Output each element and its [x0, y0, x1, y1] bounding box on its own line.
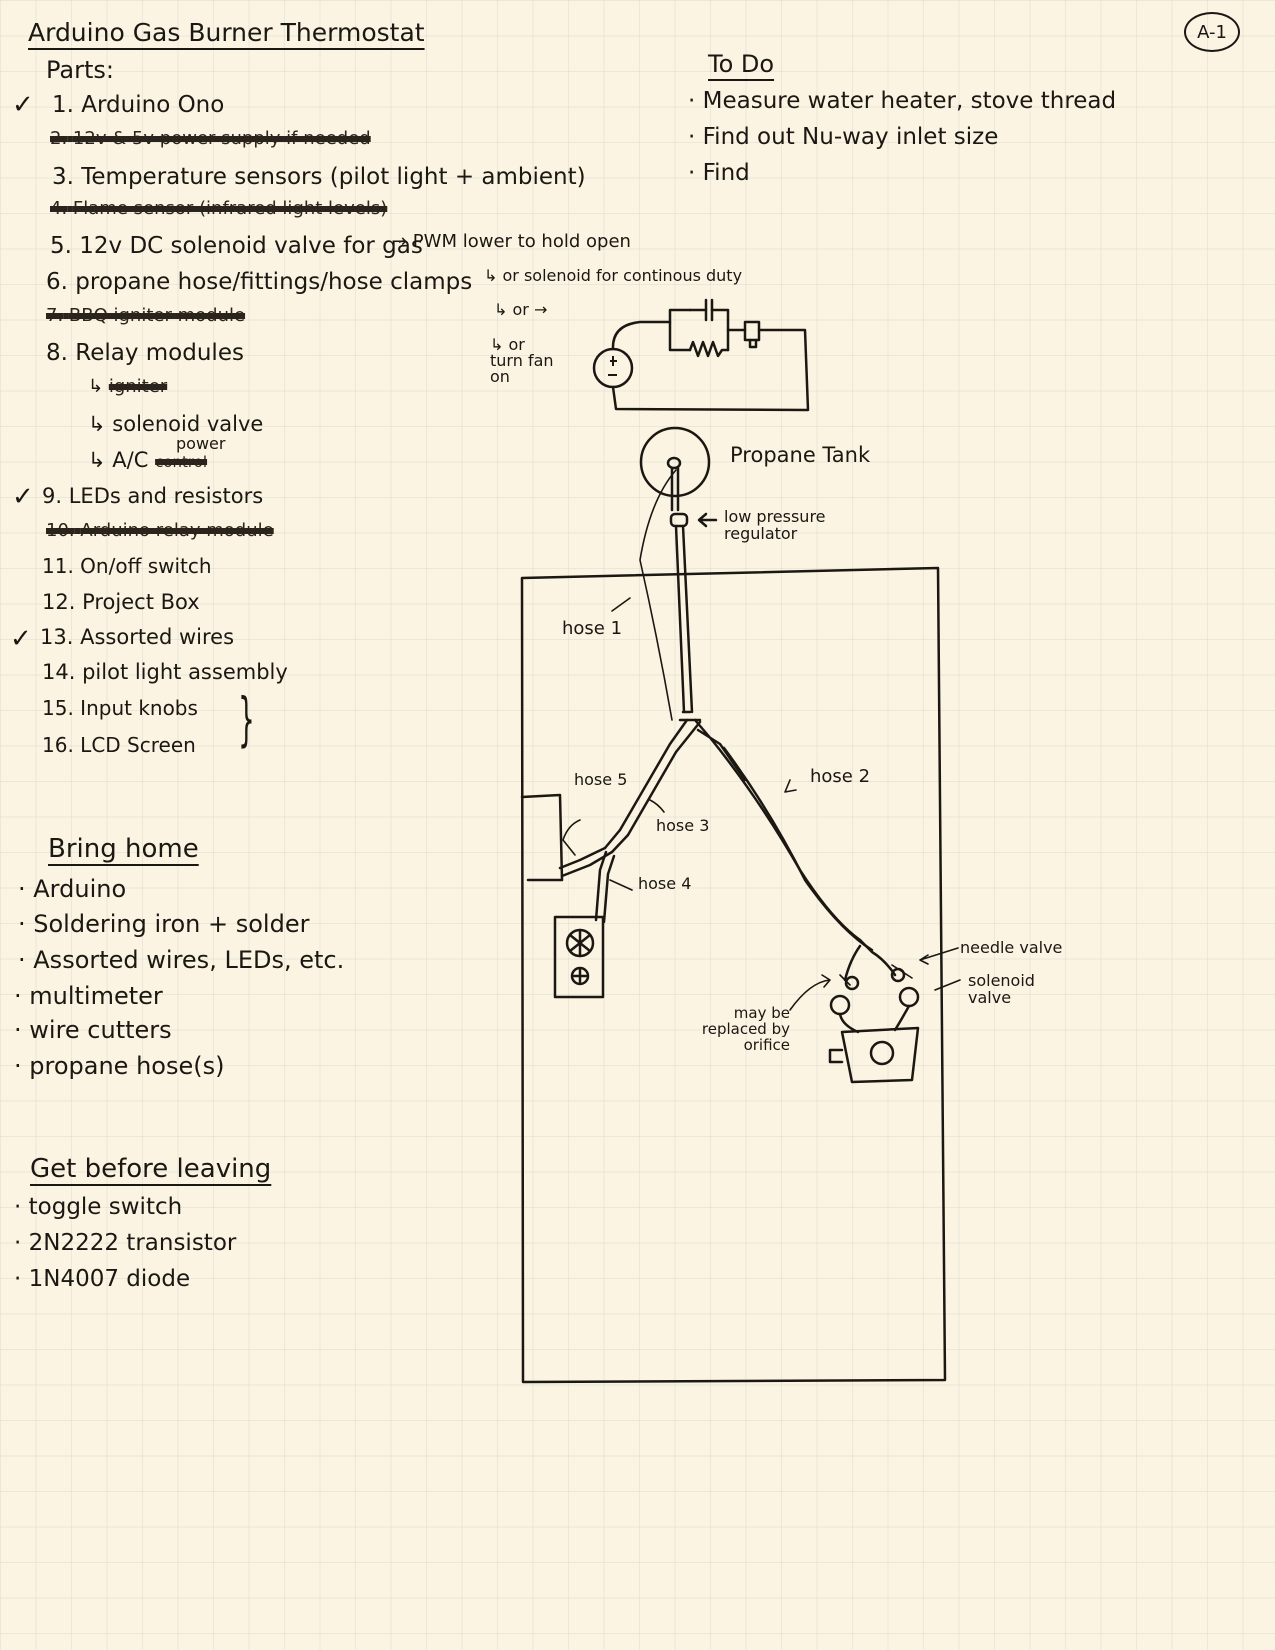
orifice-note-label: may be replaced by orifice: [701, 1004, 790, 1054]
capacitor-icon: [704, 298, 714, 322]
propane-tank-icon: [639, 426, 711, 498]
parts-item-12: 12. Project Box: [42, 590, 200, 614]
hose-5-label: hose 5: [574, 770, 628, 789]
parts-item-7-struck: 7. BBQ igniter module: [46, 305, 246, 326]
parts-item-1: 1. Arduino Ono: [52, 92, 225, 118]
todo-item: · Measure water heater, stove thread: [688, 88, 1117, 114]
checkmark-icon: ✓: [12, 482, 34, 512]
bring-home-item: · Assorted wires, LEDs, etc.: [18, 946, 345, 974]
get-before-leaving-item: · 1N4007 diode: [14, 1266, 191, 1292]
parts-item-11: 11. On/off switch: [42, 554, 212, 578]
enclosure-outline: [520, 566, 947, 1384]
get-before-leaving-item: · toggle switch: [14, 1194, 183, 1220]
solenoid-note-fan: ↳ or turn fan on: [490, 335, 554, 386]
parts-item-2-struck: 2. 12v & 5v power supply if needed: [50, 128, 371, 149]
bring-home-item: · Arduino: [18, 875, 127, 903]
brace-icon: }: [238, 685, 255, 753]
todo-item: · Find out Nu-way inlet size: [688, 124, 999, 150]
hose-2-label: hose 2: [810, 766, 871, 787]
parts-item-6: 6. propane hose/fittings/hose clamps: [46, 269, 473, 295]
regulator-label: low pressure regulator: [724, 507, 826, 543]
regulator-icon: [669, 512, 689, 528]
parts-item-5: 5. 12v DC solenoid valve for gas: [50, 233, 423, 259]
page-title: Arduino Gas Burner Thermostat: [28, 18, 425, 47]
bring-home-item: · Soldering iron + solder: [18, 910, 310, 938]
parts-item-9: 9. LEDs and resistors: [42, 484, 264, 508]
relay-subitem-igniter: ↳ igniter: [88, 376, 168, 397]
parts-item-13: 13. Assorted wires: [40, 625, 235, 649]
parts-item-15: 15. Input knobs: [42, 696, 198, 720]
relay-subitem-ac-inserted: power: [176, 434, 226, 453]
checkmark-icon: ✓: [10, 624, 32, 654]
power-source-icon: [592, 347, 634, 389]
solenoid-note-continuous: ↳ or solenoid for continous duty: [484, 266, 743, 285]
knob-icon: [570, 966, 590, 986]
hose-1-label: hose 1: [562, 618, 623, 639]
needle-valve-label: needle valve: [960, 938, 1063, 957]
controller-box-icon: [553, 915, 605, 999]
hose-4-label: hose 4: [638, 874, 692, 893]
parts-item-16: 16. LCD Screen: [42, 733, 196, 757]
bring-home-item: · propane hose(s): [14, 1052, 225, 1080]
parts-heading: Parts:: [46, 56, 114, 84]
bring-home-heading: Bring home: [48, 834, 199, 864]
burner-icon: [840, 1026, 920, 1084]
get-before-leaving-item: · 2N2222 transistor: [14, 1230, 237, 1256]
resistor-icon: [688, 340, 730, 358]
todo-heading: To Do: [708, 50, 775, 78]
todo-item: · Find: [688, 160, 750, 186]
bring-home-item: · multimeter: [14, 982, 163, 1010]
parts-item-14: 14. pilot light assembly: [42, 660, 288, 684]
solenoid-note-pwm: → PWM lower to hold open: [392, 231, 631, 252]
parts-item-4-struck: 4. Flame sensor (infrared light levels): [50, 198, 388, 219]
solenoid-circuit-diagram: [592, 298, 810, 412]
page-label-badge: A-1: [1184, 12, 1240, 52]
solenoid-note-or-circuit: ↳ or →: [494, 300, 548, 319]
hose-3-label: hose 3: [656, 816, 710, 835]
parts-item-8: 8. Relay modules: [46, 340, 244, 366]
propane-tank-label: Propane Tank: [730, 443, 871, 467]
relay-subitem-solenoid: ↳ solenoid valve: [88, 412, 264, 436]
relay-subitem-ac: ↳ A/C control: [88, 448, 208, 472]
get-before-leaving-heading: Get before leaving: [30, 1154, 272, 1184]
minus-icon: [608, 374, 617, 376]
bring-home-item: · wire cutters: [14, 1016, 172, 1044]
solenoid-valve-label: solenoid valve: [968, 971, 1035, 1007]
parts-item-10-struck: 10. Arduino relay module: [46, 520, 274, 541]
parts-item-3: 3. Temperature sensors (pilot light + am…: [52, 164, 586, 190]
solenoid-icon: [743, 320, 761, 342]
checkmark-icon: ✓: [12, 90, 34, 120]
